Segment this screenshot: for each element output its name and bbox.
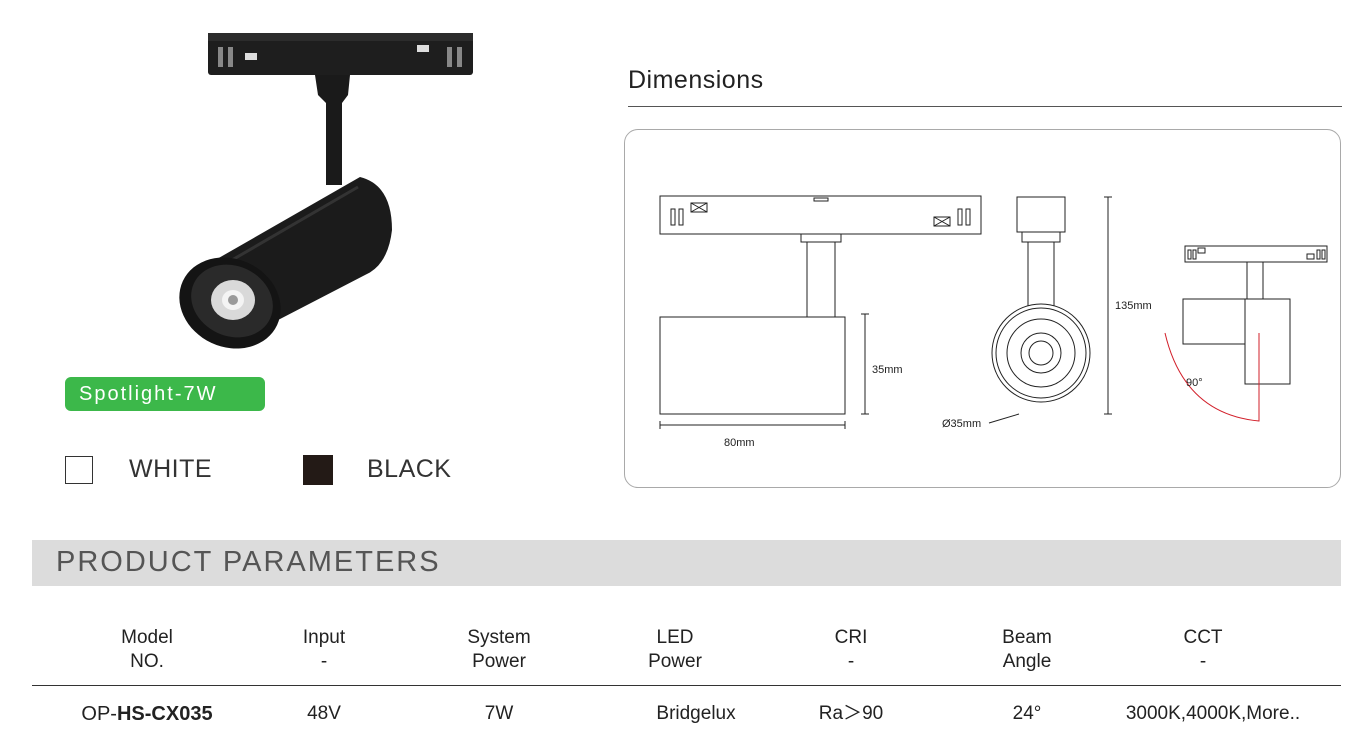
table-divider xyxy=(32,685,1341,686)
product-name-badge: Spotlight-7W xyxy=(65,377,265,411)
dimensions-panel xyxy=(624,129,1341,488)
color-swatch-white[interactable] xyxy=(65,456,93,484)
cell-beam-angle: 24° xyxy=(1012,703,1042,724)
cell-cct: 3000K,4000K,More.. xyxy=(1125,703,1301,724)
product-photo xyxy=(179,33,473,349)
header-input: Input- xyxy=(302,627,346,672)
parameters-banner xyxy=(32,540,1341,586)
color-label-black: BLACK xyxy=(367,455,452,483)
dim-label-length: 80mm xyxy=(724,437,755,449)
header-cct: CCT- xyxy=(1183,627,1223,672)
dim-label-head-height: 35mm xyxy=(872,364,903,376)
cell-input: 48V xyxy=(307,703,341,724)
header-cri: CRI- xyxy=(834,627,868,672)
dim-label-total-height: 135mm xyxy=(1115,300,1152,312)
dimensions-divider xyxy=(628,106,1342,107)
dimension-drawing: 35mm 80mm Ø35mm 135mm 90° xyxy=(659,195,1328,449)
dim-label-diameter: Ø35mm xyxy=(942,418,981,430)
cell-cri: Ra＞90 xyxy=(818,703,884,724)
parameters-heading: PRODUCT PARAMETERS xyxy=(56,546,441,578)
cell-model: OP-HS-CX035 xyxy=(81,703,213,725)
dim-label-rotation: 90° xyxy=(1186,377,1203,389)
color-swatch-black[interactable] xyxy=(303,455,333,485)
color-label-white: WHITE xyxy=(129,455,213,483)
cell-system-power: 7W xyxy=(484,703,514,724)
cell-led-power: Bridgelux xyxy=(656,703,736,724)
dimensions-heading: Dimensions xyxy=(628,66,764,94)
